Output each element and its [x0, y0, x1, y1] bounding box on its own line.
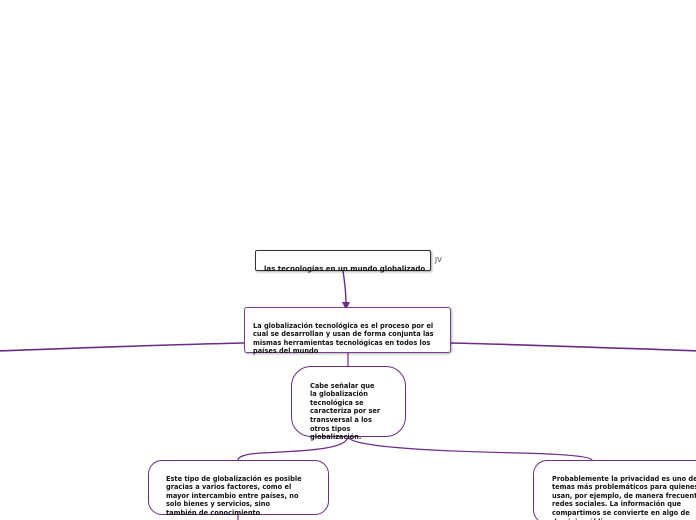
main-topic-text: La globalización tecnológica es el proce… — [253, 321, 434, 356]
central-topic-text: las tecnologias en un mundo globalizado — [264, 265, 426, 273]
subtopic-to-left-connector — [237, 436, 349, 461]
left-topic-text: Este tipo de globalización es posible gr… — [166, 474, 302, 517]
main-to-right-offscreen-connector — [450, 342, 696, 352]
central-topic-tag: JV — [435, 256, 442, 264]
right-topic-text: Probablemente la privacidad es uno de lo… — [552, 474, 696, 520]
central-topic-node[interactable]: las tecnologias en un mundo globalizado — [255, 250, 431, 273]
subtopic-text: Cabe señalar que la globalización tecnol… — [310, 381, 381, 442]
subtopic-to-right-connector — [347, 436, 593, 461]
right-topic-node[interactable]: Probablemente la privacidad es uno de lo… — [533, 460, 696, 520]
main-topic-node[interactable]: La globalización tecnológica es el proce… — [244, 307, 451, 356]
left-topic-node[interactable]: Este tipo de globalización es posible gr… — [148, 460, 329, 517]
arrowhead-icon — [342, 302, 350, 310]
main-to-left-offscreen-connector — [0, 342, 245, 352]
subtopic-node[interactable]: Cabe señalar que la globalización tecnol… — [291, 366, 406, 441]
title-to-main-connector — [342, 270, 347, 305]
